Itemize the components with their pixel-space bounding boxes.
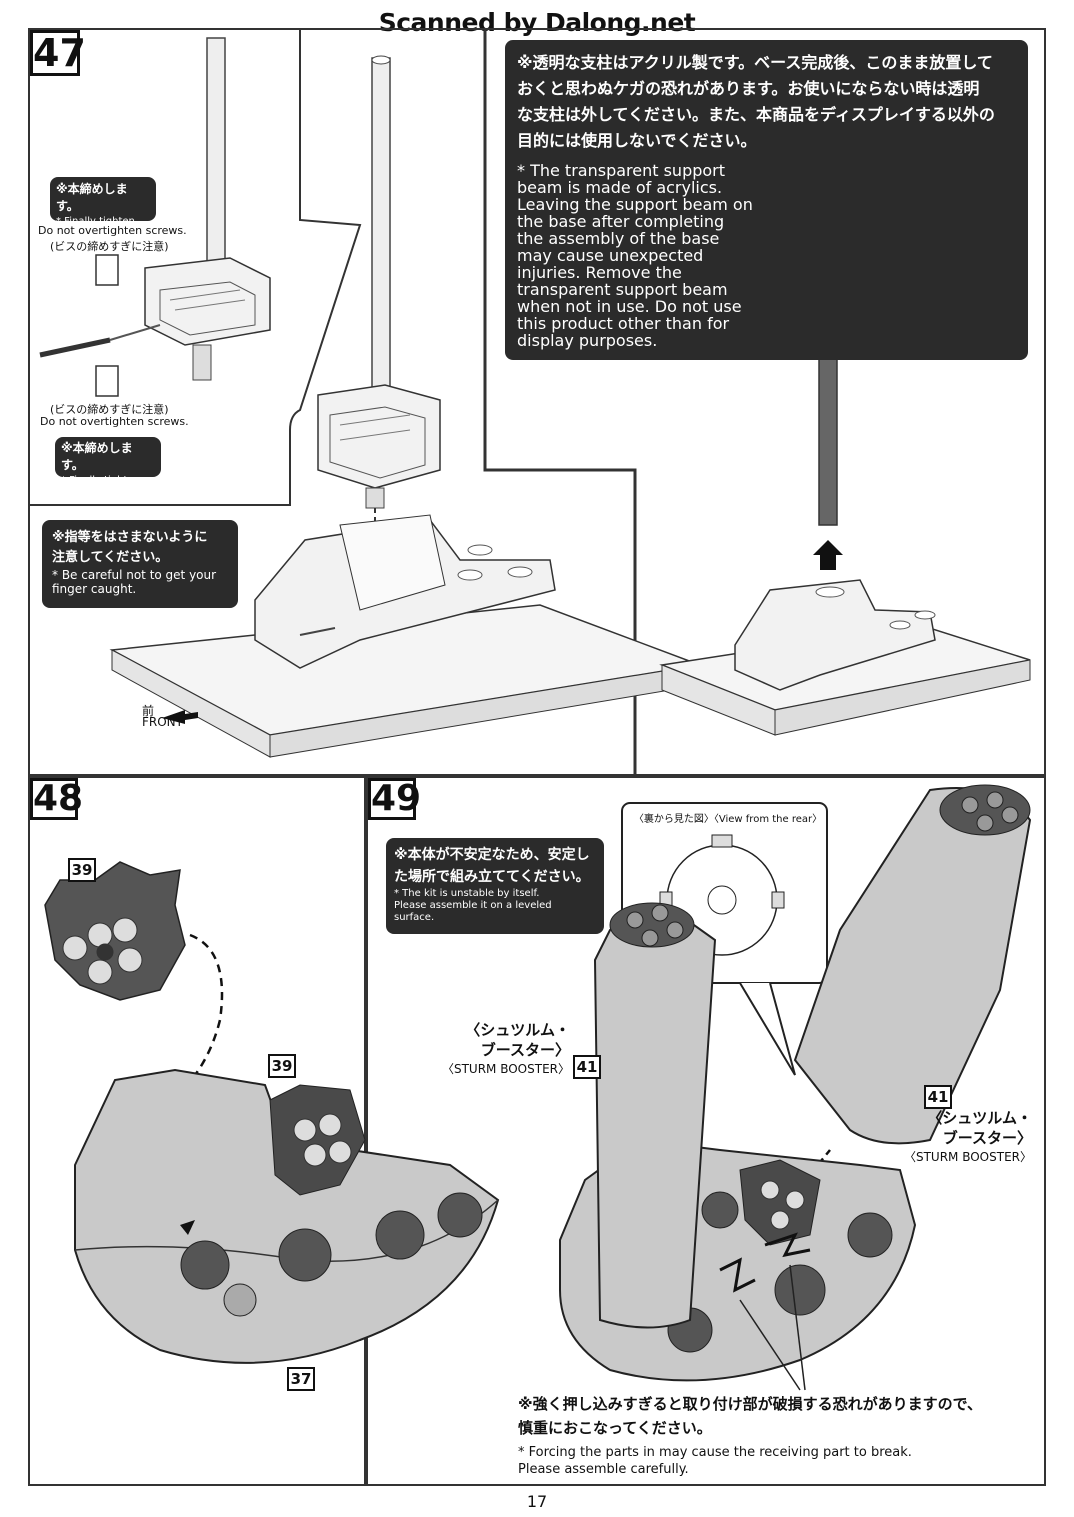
part-39-top: 39: [68, 858, 96, 882]
tighten-bottom-note: ※本締めします。 * Finally tighten.: [55, 437, 161, 486]
step-47-number: 47: [30, 30, 86, 76]
tighten-top-note: ※本締めします。 * Finally tighten.: [50, 177, 156, 227]
overtighten-top-jp: (ビスの締めすぎに注意): [50, 240, 169, 253]
booster-left-label: 〈シュツルム・ ブースター〉 〈STURM BOOSTER〉: [441, 1021, 570, 1076]
step-49-panel: [366, 776, 1046, 1486]
watermark: Scanned by Dalong.net: [378, 8, 696, 37]
overtighten-top-en: Do not overtighten screws.: [38, 224, 187, 237]
step-49-number: 49: [368, 778, 421, 820]
part-41-right: 41: [924, 1085, 952, 1109]
page-number: 17: [526, 1492, 548, 1511]
part-37: 37: [287, 1367, 315, 1391]
overtighten-bottom-en: Do not overtighten screws.: [40, 415, 189, 428]
step-48-panel: [28, 776, 366, 1486]
front-label: 前 FRONT: [142, 704, 183, 729]
part-39-mid: 39: [268, 1054, 296, 1078]
rear-view-label: 〈裏から見た図〉〈View from the rear〉: [633, 814, 823, 825]
booster-right-label: 〈シュツルム・ ブースター〉 〈STURM BOOSTER〉: [903, 1109, 1032, 1164]
step-48-number: 48: [30, 778, 83, 820]
finger-caution: ※指等をはさまないように 注意してください。 * Be careful not …: [42, 520, 238, 608]
part-41-left: 41: [573, 1055, 601, 1079]
overtighten-bottom-jp: (ビスの締めすぎに注意): [50, 403, 169, 416]
step-47-panel: [28, 28, 1046, 776]
unstable-caution: ※本体が不安定なため、安定し た場所で組み立ててください。 * The kit …: [386, 838, 604, 934]
force-caution: ※強く押し込みすぎると取り付け部が破損する恐れがありますので、 慎重におこなって…: [518, 1395, 982, 1477]
support-beam-warning: ※透明な支柱はアクリル製です。ベース完成後、このまま放置して おくと思わぬケガの…: [505, 40, 1028, 360]
